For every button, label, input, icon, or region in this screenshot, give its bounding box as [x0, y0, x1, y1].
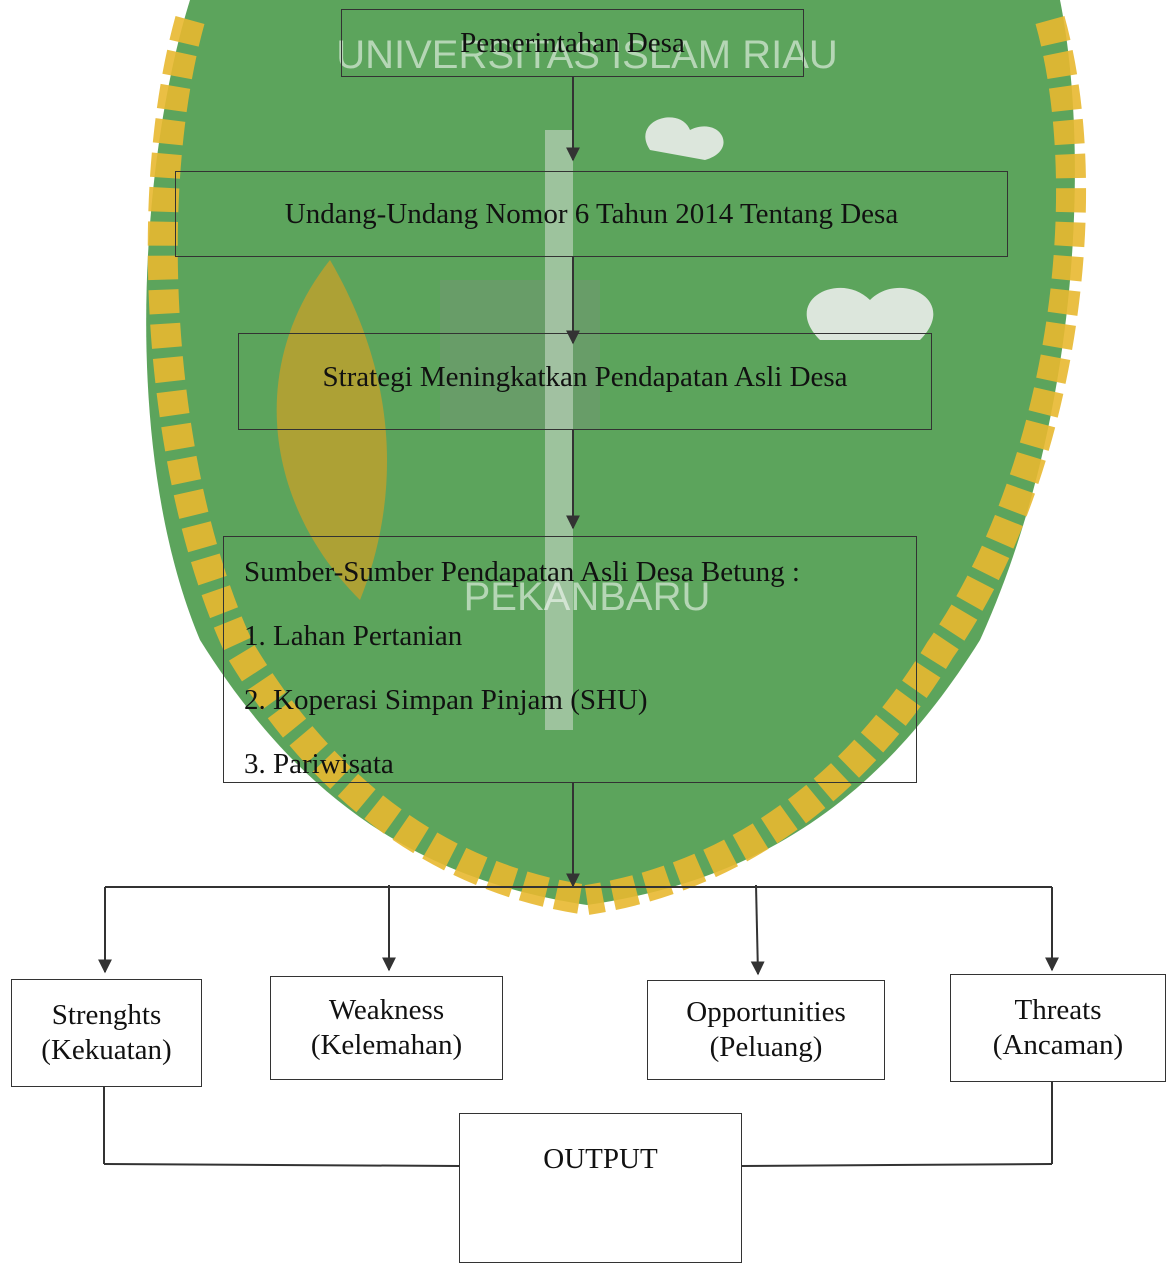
weakness-subtitle: (Kelemahan)	[310, 1029, 463, 1061]
watermark-cloud	[806, 287, 934, 340]
threats-subtitle: (Ancaman)	[992, 1029, 1124, 1061]
threats-box: Threats (Ancaman)	[950, 974, 1166, 1082]
watermark-cloud-small	[645, 117, 724, 160]
line-strengths-to-output	[103, 1163, 460, 1167]
strategy-box: Strategi Meningkatkan Pendapatan Asli De…	[238, 333, 932, 430]
watermark-rope-right	[584, 15, 1087, 915]
watermark-pillar	[545, 130, 573, 730]
sources-heading: Sumber-Sumber Pendapatan Asli Desa Betun…	[244, 556, 800, 588]
govt-box: Pemerintahan Desa	[341, 9, 804, 77]
opportunities-subtitle: (Peluang)	[709, 1031, 823, 1063]
law-box: Undang-Undang Nomor 6 Tahun 2014 Tentang…	[175, 171, 1008, 257]
law-label: Undang-Undang Nomor 6 Tahun 2014 Tentang…	[284, 197, 899, 230]
line-threats-to-output	[741, 1163, 1053, 1167]
strengths-title: Strenghts	[51, 999, 162, 1032]
strategy-label: Strategi Meningkatkan Pendapatan Asli De…	[322, 361, 848, 393]
source-item: 1. Lahan Pertanian	[244, 620, 463, 652]
watermark-leaf	[276, 260, 388, 600]
weakness-title: Weakness	[328, 994, 445, 1027]
arrow-to-opportunities	[750, 884, 765, 976]
sources-box: Sumber-Sumber Pendapatan Asli Desa Betun…	[223, 536, 917, 783]
watermark-arc-text: UNIVERSITAS ISLAM RIAU	[336, 33, 838, 77]
weakness-box: Weakness (Kelemahan)	[270, 976, 503, 1080]
strengths-subtitle: (Kekuatan)	[41, 1034, 172, 1066]
threats-title: Threats	[1014, 994, 1102, 1027]
output-box: OUTPUT	[459, 1113, 742, 1263]
govt-label: Pemerintahan Desa	[460, 26, 685, 59]
watermark-shield	[146, 0, 1075, 905]
strengths-box: Strenghts (Kekuatan)	[11, 979, 202, 1087]
watermark-rope-left	[147, 15, 590, 915]
watermark-city-text: PEKANBARU	[464, 575, 711, 619]
source-item: 2. Koperasi Simpan Pinjam (SHU)	[244, 684, 648, 716]
output-label: OUTPUT	[543, 1143, 658, 1175]
opportunities-box: Opportunities (Peluang)	[647, 980, 885, 1080]
source-item: 3. Pariwisata	[244, 748, 394, 780]
opportunities-title: Opportunities	[686, 996, 846, 1029]
